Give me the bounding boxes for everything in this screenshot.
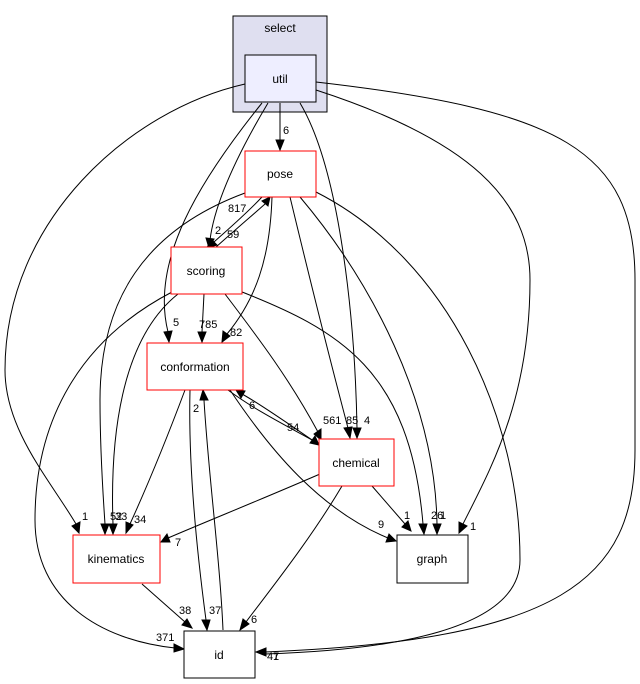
edge-conformation-graph-arrow (385, 533, 398, 543)
edge-conformation-graph (229, 389, 389, 539)
edge-scoring-chemical (224, 293, 319, 433)
edge-util-conformation (163, 102, 263, 333)
edge-util-chemical-arrow (352, 427, 362, 440)
node-conformation-label: conformation (160, 360, 229, 374)
edge-util-graph (315, 89, 531, 525)
edge-label-scoring-id: 371 (156, 632, 174, 644)
node-pose[interactable]: pose (244, 150, 317, 198)
edge-util-kinematics (4, 83, 246, 525)
edge-label-util-chemical: 4 (364, 415, 370, 427)
edge-conformation-id-arrow (201, 619, 211, 632)
edge-label-conformation-graph: 9 (378, 519, 384, 531)
edge-util-id (264, 81, 636, 653)
edge-pose-scoring (213, 196, 263, 243)
edge-chemical-graph (371, 485, 406, 525)
edge-util-scoring (209, 102, 269, 241)
edge-pose-chemical-arrow (343, 426, 353, 440)
node-conformation[interactable]: conformation (146, 342, 244, 391)
edge-kinematics-id (141, 583, 186, 623)
edge-label-scoring-kinematics: 33 (115, 511, 127, 523)
node-util[interactable]: util (244, 54, 317, 103)
edge-pose-graph (299, 196, 438, 525)
edge-scoring-chemical-arrow (313, 428, 322, 442)
node-scoring-label: scoring (187, 264, 226, 278)
edge-pose-chemical (289, 196, 349, 429)
edge-label-pose-chemical: 85 (346, 415, 358, 427)
edges: 6 2 5 4 1 1 1 59 817 (4, 81, 636, 663)
edge-label-util-graph: 1 (470, 521, 476, 533)
edge-pose-graph-arrow (432, 523, 442, 536)
edge-scoring-id-arrow (173, 643, 186, 653)
node-kinematics-label: kinematics (88, 552, 145, 566)
node-id-label: id (214, 648, 223, 662)
edge-label-scoring-graph: 1 (440, 510, 446, 522)
node-chemical-label: chemical (332, 456, 379, 470)
edge-scoring-kinematics-arrow (108, 523, 118, 536)
node-graph[interactable]: graph (396, 534, 469, 584)
edge-label-scoring-pose: 817 (228, 203, 246, 215)
edge-util-chemical (299, 102, 358, 429)
edge-scoring-id (34, 291, 176, 649)
edge-chemical-kinematics (167, 473, 321, 539)
edge-scoring-graph-arrow (418, 523, 428, 536)
edge-pose-kinematics (99, 192, 246, 525)
edge-label-scoring-chemical: 561 (323, 415, 341, 427)
edge-label-chemical-id: 6 (251, 614, 257, 626)
node-chemical[interactable]: chemical (318, 438, 395, 487)
edge-util-conformation-arrow (163, 330, 173, 344)
edge-conformation-kinematics (129, 389, 186, 525)
edge-label-pose-id: 47 (267, 651, 279, 663)
edge-label-id-conformation: 2 (193, 403, 199, 415)
edge-pose-kinematics-arrow (100, 523, 110, 536)
edge-label-util-scoring: 2 (215, 225, 221, 237)
edge-chemical-graph-arrow (401, 520, 412, 532)
edge-pose-conformation-arrow (221, 330, 231, 344)
edge-pose-id (264, 191, 521, 655)
edge-util-graph-arrow (458, 521, 468, 535)
node-kinematics[interactable]: kinematics (72, 534, 161, 584)
edge-util-id-arrow (254, 647, 267, 657)
edge-label-scoring-conformation: 785 (199, 319, 217, 331)
edge-label-util-pose: 6 (283, 125, 289, 137)
node-pose-label: pose (267, 167, 293, 181)
node-util-label: util (272, 72, 287, 86)
edge-scoring-pose (214, 203, 266, 249)
edge-id-conformation (203, 399, 224, 631)
edge-scoring-conformation (201, 293, 205, 333)
edge-label-chemical-kinematics: 7 (175, 537, 181, 549)
edge-label-chemical-graph: 1 (404, 510, 410, 522)
edge-util-kinematics-arrow (71, 521, 81, 535)
edge-scoring-conformation-arrow (197, 331, 207, 344)
edge-util-pose-arrow (275, 139, 285, 152)
node-graph-label: graph (417, 552, 448, 566)
edge-label-pose-scoring: 59 (227, 229, 239, 241)
node-scoring[interactable]: scoring (170, 246, 243, 295)
edge-scoring-kinematics (112, 293, 179, 525)
edge-scoring-graph (236, 289, 424, 525)
edge-chemical-conformation (241, 393, 319, 445)
node-id[interactable]: id (183, 630, 256, 679)
edge-conformation-id (189, 389, 207, 621)
edge-label-util-kinematics: 1 (82, 511, 88, 523)
edge-label-pose-graph: 26 (431, 510, 443, 522)
edge-scoring-pose-arrow (261, 196, 271, 207)
edge-chemical-kinematics-arrow (160, 532, 171, 543)
edge-label-util-id: 1 (273, 651, 279, 663)
edge-label-util-conformation: 5 (173, 317, 179, 329)
edge-label-pose-conformation: 82 (230, 327, 242, 339)
edge-id-conformation-arrow (199, 388, 209, 401)
edge-label-conformation-id: 37 (209, 605, 221, 617)
edge-chemical-id (245, 485, 343, 623)
edge-label-chemical-conformation: 6 (249, 400, 255, 412)
edge-label-kinematics-id: 38 (179, 605, 191, 617)
edge-pose-conformation (226, 196, 273, 335)
edge-kinematics-id-arrow (181, 618, 194, 629)
cluster-select-label: select (264, 21, 296, 35)
edge-conformation-chemical (227, 389, 313, 441)
edge-chemical-id-arrow (239, 618, 250, 632)
edge-label-conformation-kinematics: 34 (134, 514, 146, 526)
edge-conformation-kinematics-arrow (125, 521, 134, 535)
